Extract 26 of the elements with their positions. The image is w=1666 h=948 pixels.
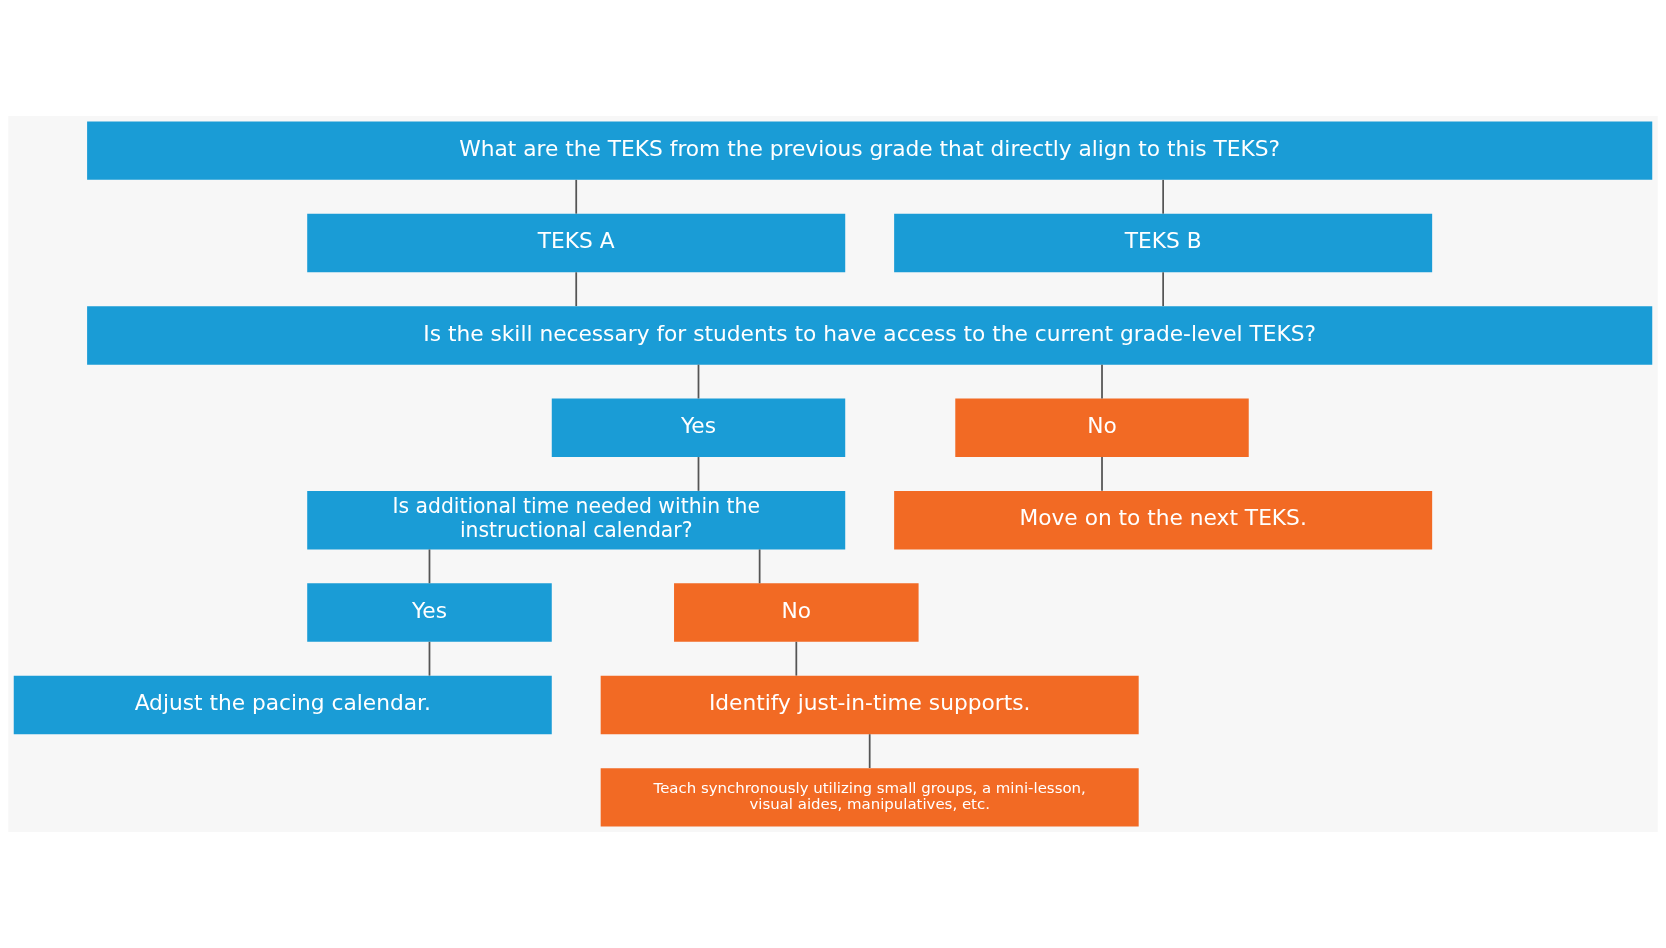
- node-box: No: [674, 583, 919, 642]
- node-box: TEKS A: [307, 213, 846, 273]
- connector: [575, 271, 578, 307]
- connector: [697, 363, 700, 400]
- node-box: Is additional time needed within the instructional calendar?: [307, 491, 846, 550]
- node-box: Identify just-in-time supports.: [600, 675, 1139, 735]
- connector: [428, 548, 431, 585]
- node-box: What are the TEKS from the previous grade that directly align to this TEKS?: [87, 121, 1653, 180]
- connector: [758, 548, 761, 585]
- connector: [428, 640, 431, 677]
- node-box: No: [955, 398, 1249, 457]
- node-box: TEKS B: [894, 213, 1433, 273]
- node-box: Teach synchronously utilizing small groups, a mini-lesson, visual aides, manipulatives, etc.: [600, 768, 1139, 827]
- node-box: Move on to the next TEKS.: [894, 491, 1433, 550]
- connector: [1101, 456, 1103, 492]
- connector: [1162, 179, 1165, 215]
- connector: [868, 733, 871, 769]
- connector: [795, 640, 798, 677]
- node-box: Adjust the pacing calendar.: [13, 675, 552, 735]
- node-box: Is the skill necessary for students to have access to the current grade-level TEKS?: [87, 306, 1653, 365]
- node-box: Yes: [307, 583, 552, 642]
- node-box: Yes: [551, 398, 846, 457]
- connector: [697, 456, 700, 492]
- connector: [575, 179, 578, 215]
- connector: [1101, 363, 1103, 400]
- connector: [1162, 271, 1165, 307]
